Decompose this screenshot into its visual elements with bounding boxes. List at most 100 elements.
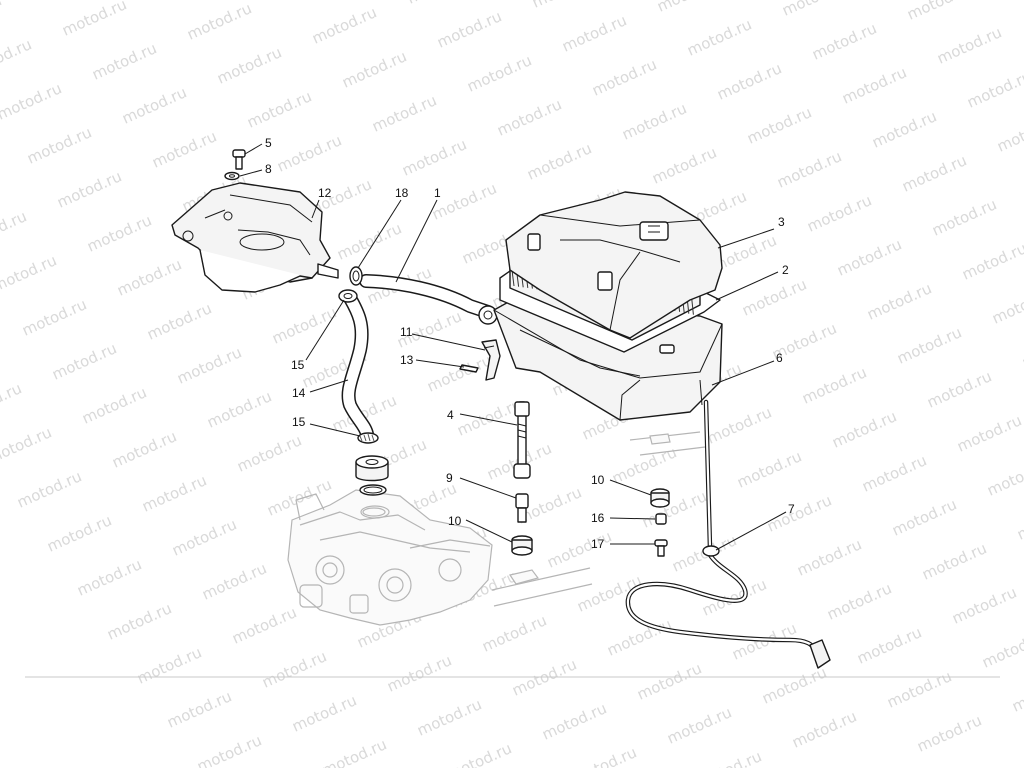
- watermark-text: motod.ru: [964, 67, 1024, 111]
- watermark-text: motod.ru: [994, 111, 1024, 155]
- watermark-text: motod.ru: [289, 691, 359, 735]
- watermark-text: motod.ru: [184, 0, 254, 44]
- watermark-text: motod.ru: [194, 731, 264, 768]
- engine-breather-port: [362, 507, 386, 517]
- watermark-text: motod.ru: [824, 579, 894, 623]
- hose-14: [341, 291, 374, 441]
- watermark-text: motod.ru: [859, 451, 929, 495]
- callout-10-right: 10: [591, 473, 605, 487]
- watermark-text: motod.ru: [804, 191, 874, 235]
- callout-17: 17: [591, 537, 605, 551]
- watermark-text: motod.ru: [529, 0, 599, 12]
- callout-4: 4: [447, 408, 454, 422]
- clamp-18: [349, 266, 363, 286]
- watermark-text: motod.ru: [59, 0, 129, 40]
- watermark-text: motod.ru: [54, 167, 124, 211]
- watermark-text: motod.ru: [539, 699, 609, 743]
- watermark-text: motod.ru: [1014, 499, 1024, 543]
- watermark-text: motod.ru: [609, 443, 679, 487]
- watermark-text: motod.ru: [204, 387, 274, 431]
- watermark-text: motod.ru: [774, 147, 844, 191]
- rubber-mount-10-left: [511, 535, 533, 556]
- callout-labels: 5 8 12 18 1 3 2 6 11 13 4 15 14 15 9 10 …: [265, 136, 795, 551]
- hose-1: [359, 274, 495, 319]
- watermark-text: motod.ru: [904, 0, 974, 24]
- bushing-16: [655, 513, 667, 525]
- watermark-text: motod.ru: [199, 559, 269, 603]
- watermark-text: motod.ru: [399, 135, 469, 179]
- watermark-text: motod.ru: [704, 403, 774, 447]
- watermark-text: motod.ru: [569, 743, 639, 768]
- watermark-text: motod.ru: [164, 687, 234, 731]
- watermark-text: motod.ru: [84, 211, 154, 255]
- watermark-text: motod.ru: [619, 99, 689, 143]
- watermark-text: motod.ru: [789, 707, 859, 751]
- watermark-text: motod.ru: [279, 0, 349, 4]
- callout-7: 7: [788, 502, 795, 516]
- watermark-text: motod.ru: [639, 487, 709, 531]
- watermark-text: motod.ru: [1019, 327, 1024, 371]
- callout-15-upper: 15: [291, 358, 305, 372]
- airbox-cover: [505, 191, 723, 339]
- watermark-text: motod.ru: [809, 19, 879, 63]
- callout-13: 12: [318, 186, 332, 200]
- airbox-inlet-fitting: [478, 305, 498, 325]
- watermark-text: motod.ru: [104, 599, 174, 643]
- watermark-text: motod.ru: [924, 367, 994, 411]
- watermark-text: motod.ru: [174, 343, 244, 387]
- watermark-text: motod.ru: [739, 275, 809, 319]
- filter-pleat: [511, 269, 515, 287]
- watermark-text: motod.ru: [169, 515, 239, 559]
- watermark-text: motod.ru: [664, 703, 734, 747]
- rubber-mount-10-right: [650, 488, 670, 508]
- watermark-text: motod.ru: [649, 143, 719, 187]
- watermark-text: motod.ru: [259, 647, 329, 691]
- watermark-text: motod.ru: [949, 583, 1019, 627]
- clamp-15-lower: [357, 432, 379, 444]
- engine-block-outline: [287, 489, 493, 626]
- watermark-text: motod.ru: [759, 663, 829, 707]
- watermark-text: motod.ru: [0, 207, 29, 251]
- pin-12: [459, 364, 479, 373]
- o-ring: [359, 484, 387, 496]
- watermark-text: motod.ru: [989, 283, 1024, 327]
- watermark-text: motod.ru: [269, 303, 339, 347]
- callout-5: 5: [265, 136, 272, 150]
- watermark-text: motod.ru: [984, 455, 1024, 499]
- watermark-text: motod.ru: [694, 747, 764, 768]
- watermark-text: motod.ru: [589, 55, 659, 99]
- watermark-text: motod.ru: [714, 59, 784, 103]
- watermark-text: motod.ru: [339, 47, 409, 91]
- watermark-text: motod.ru: [134, 643, 204, 687]
- watermark-text: motod.ru: [0, 423, 54, 467]
- watermark-text: motod.ru: [74, 555, 144, 599]
- watermark-text: motod.ru: [734, 447, 804, 491]
- watermark-text: motod.ru: [919, 539, 989, 583]
- watermark-text: motod.ru: [834, 235, 904, 279]
- watermark-text: motod.ru: [779, 0, 849, 20]
- watermark-text: motod.ru: [959, 239, 1024, 283]
- watermark-text: motod.ru: [829, 407, 899, 451]
- leader-lines: [239, 143, 787, 551]
- watermark-text: motod.ru: [934, 23, 1004, 67]
- watermark-text: motod.ru: [479, 611, 549, 655]
- watermark-text: motod.ru: [864, 279, 934, 323]
- watermark-text: motod.ru: [404, 0, 474, 8]
- callout-6: 6: [776, 351, 783, 365]
- watermark-text: motod.ru: [574, 571, 644, 615]
- watermark-text: motod.ru: [0, 0, 4, 36]
- watermark-text: motod.ru: [494, 95, 564, 139]
- watermark-text: motod.ru: [44, 511, 114, 555]
- watermark-text: motod.ru: [929, 195, 999, 239]
- bolt-5: [232, 149, 246, 170]
- callout-12: 13: [400, 353, 414, 367]
- watermark-text: motod.ru: [414, 695, 484, 739]
- washer-8: [224, 171, 240, 181]
- watermark-text: motod.ru: [139, 471, 209, 515]
- watermark-text: motod.ru: [434, 7, 504, 51]
- watermark-text: motod.ru: [49, 339, 119, 383]
- drain-tube-7: [625, 399, 831, 669]
- watermark-text: motod.ru: [24, 123, 94, 167]
- watermark-text: motod.ru: [799, 363, 869, 407]
